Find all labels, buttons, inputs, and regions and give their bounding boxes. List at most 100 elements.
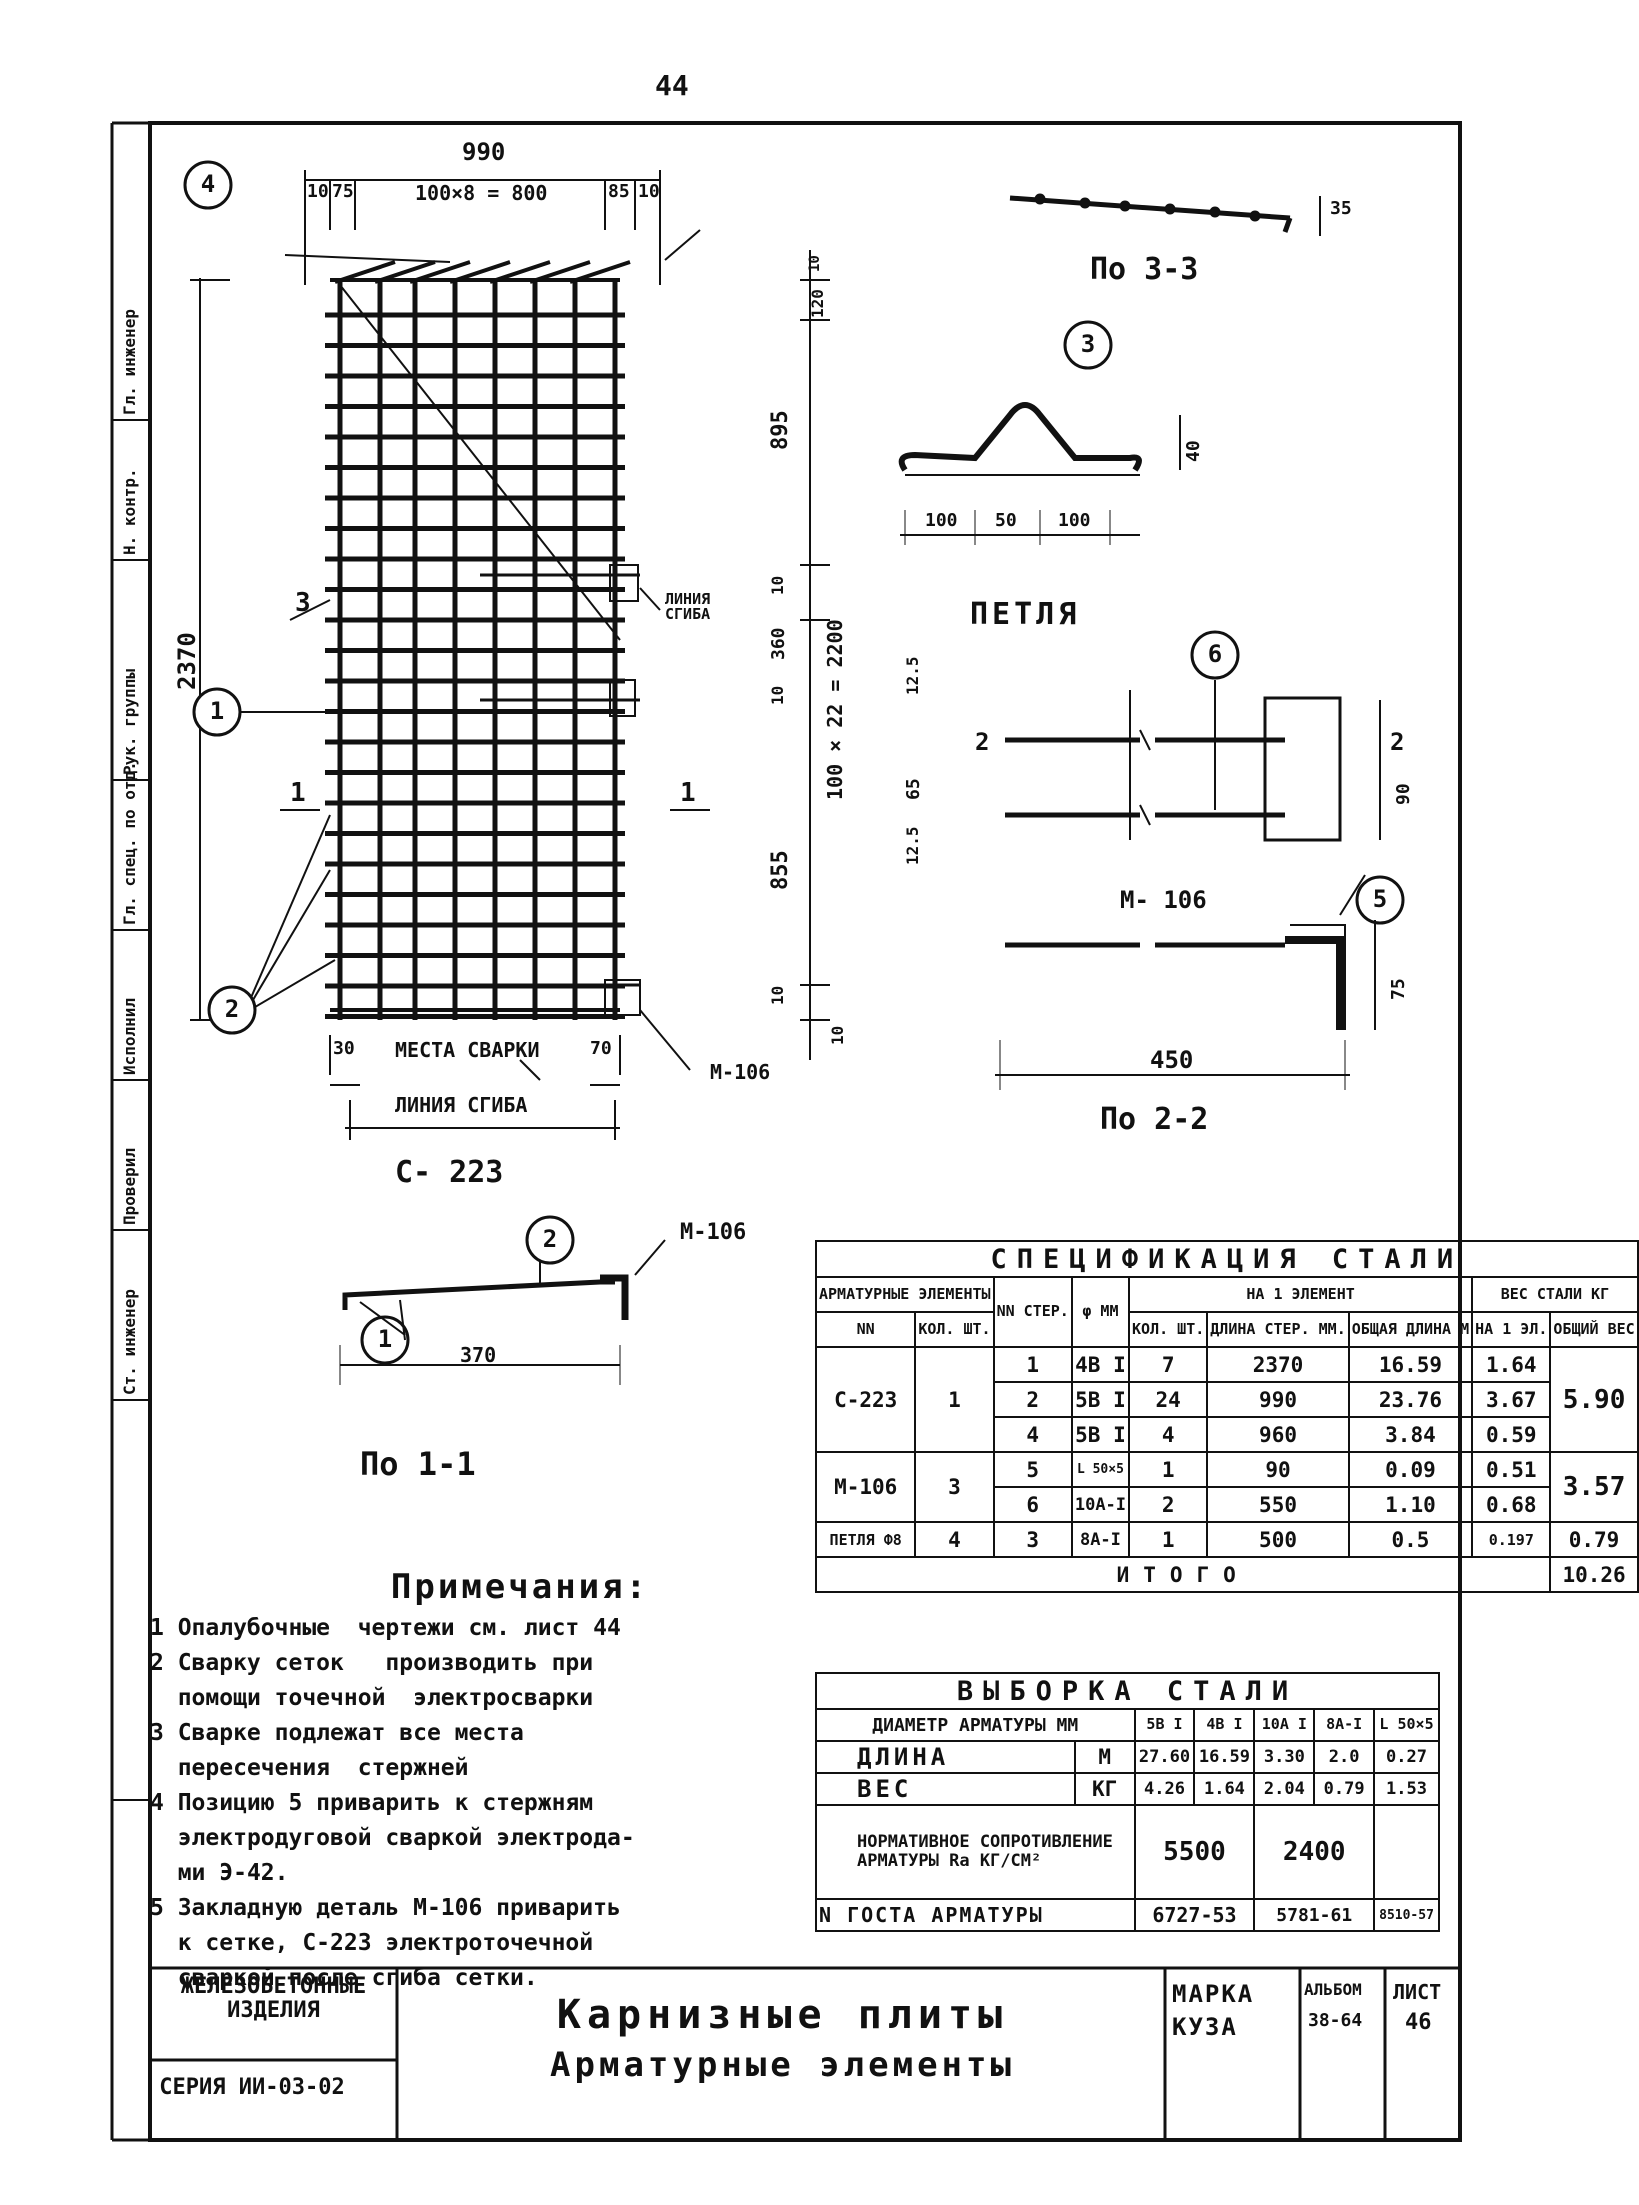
m106-dim-4: 90: [1393, 783, 1414, 805]
spec-cell: 960: [1206, 1416, 1350, 1453]
note-5: 5 Закладную деталь М-106 приварить к сет…: [150, 1895, 621, 1991]
spec-cell: 2370: [1206, 1346, 1350, 1383]
right-dim-2: 120: [808, 289, 827, 318]
drawing-sheet: [110, 121, 1462, 2142]
spec-cell: 7: [1128, 1346, 1209, 1383]
spec-h-w1: НА 1 ЭЛ.: [1471, 1311, 1552, 1348]
vyb-cell: 27.60: [1133, 1740, 1196, 1774]
callout-circles: [183, 160, 1405, 1365]
spec-h-total-len: ОБЩАЯ ДЛИНА М: [1347, 1311, 1474, 1348]
note-2: 2 Сварку сеток производить при помощи то…: [150, 1650, 594, 1711]
section-3-3-dim: 35: [1330, 198, 1352, 219]
spec-cell: 2: [992, 1381, 1073, 1418]
margin-label-6: Проверил: [120, 1147, 139, 1225]
mesh-transverse-bars: [325, 312, 625, 1019]
vyb-gost-2: 5781-61: [1253, 1898, 1376, 1932]
callout-6-text: 6: [1207, 640, 1223, 668]
cut-2-left-label: 2: [975, 728, 990, 756]
mesh-diagonal: [339, 284, 621, 641]
spec-cell: 4: [992, 1416, 1073, 1453]
loop-dim-3: 100: [1058, 510, 1091, 531]
table-row: ВЕС КГ 4.26 1.64 2.04 0.79 1.53: [815, 1772, 1440, 1806]
right-dim-8: 855: [768, 850, 793, 890]
m106-dim-2: 65: [903, 778, 924, 800]
spec-cell: 990: [1206, 1381, 1350, 1418]
table-row: ПЕТЛЯ Ф8 4 3 8А-I 1 500 0.5 0.197 0.79: [814, 1521, 1639, 1558]
spec-cell: L 50×5: [1070, 1451, 1131, 1488]
spec-group-name: С-223: [814, 1346, 917, 1453]
m106-dim-6: 450: [1150, 1046, 1194, 1074]
spec-cell: 0.09: [1347, 1451, 1474, 1488]
vyb-cell: 2.0: [1313, 1740, 1376, 1774]
steel-selection-table: ВЫБОРКА СТАЛИ ДИАМЕТР АРМАТУРЫ ММ 5В I 4…: [815, 1672, 1440, 1932]
callout-1: [192, 687, 242, 737]
callout-6: [1190, 630, 1240, 680]
table-row: С-223 1 1 4В I 7 2370 16.59 1.64 5.90: [814, 1346, 1639, 1453]
callout-2: [207, 985, 257, 1035]
margin-label-3: Рук. группы: [120, 669, 139, 775]
m106-dim-1: 12.5: [903, 656, 922, 695]
spec-cell: 8А-I: [1070, 1521, 1131, 1558]
m106-dim-5: 75: [1388, 978, 1409, 1000]
vyb-cell: 1.53: [1373, 1772, 1440, 1806]
vyb-cell: 16.59: [1193, 1740, 1256, 1774]
spec-h-rod: NN СТЕР.: [992, 1276, 1073, 1348]
spec-cell: 1: [1128, 1451, 1209, 1488]
note-3: 3 Сварке подлежат все места пересечения …: [150, 1720, 524, 1781]
loop-dim-2: 50: [995, 510, 1017, 531]
spec-cell: 550: [1206, 1486, 1350, 1523]
spec-group-qty: 4: [914, 1521, 995, 1558]
tb-marka-label: МАРКА: [1172, 1980, 1255, 2008]
spec-cell: 0.51: [1471, 1451, 1552, 1488]
spec-cell: 0.5: [1347, 1521, 1474, 1558]
vyb-col: 4В I: [1193, 1708, 1256, 1742]
spec-h-per: НА 1 ЭЛЕМЕНТ: [1128, 1276, 1474, 1313]
spec-cell: 6: [992, 1486, 1073, 1523]
section-1-1-drawing: [339, 1239, 666, 1385]
loop-drawing: [898, 402, 1181, 545]
table-row: М-106 3 5 L 50×5 1 90 0.09 0.51 3.57: [814, 1451, 1639, 1523]
spec-cell: 1.10: [1347, 1486, 1474, 1523]
tb-org1: ЖЕЛЕЗОБЕТОННЫЕ ИЗДЕЛИЯ: [180, 1974, 367, 2024]
vyb-col: L 50×5: [1373, 1708, 1440, 1742]
vyb-col: 5В I: [1133, 1708, 1196, 1742]
spec-cell: 10А-I: [1070, 1486, 1131, 1523]
vyb-gost-label: N ГОСТА АРМАТУРЫ: [815, 1898, 1136, 1932]
mesh-top-total-dim: 990: [462, 138, 506, 166]
spec-h-weight: ВЕС СТАЛИ КГ: [1471, 1276, 1639, 1313]
table-row: ДИАМЕТР АРМАТУРЫ ММ 5В I 4В I 10А I 8А-I…: [815, 1708, 1440, 1742]
spec-title: СПЕЦИФИКАЦИЯ СТАЛИ: [815, 1240, 1639, 1278]
cut-1-right-label: 1: [680, 778, 696, 808]
spec-cell: 4: [1128, 1416, 1209, 1453]
cut-1-left-label: 1: [290, 778, 306, 808]
spec-h-qty: КОЛ. ШТ.: [914, 1311, 995, 1348]
right-dim-5: 360: [768, 627, 789, 660]
vyb-norm-empty: [1373, 1804, 1440, 1900]
spec-group-name: М-106: [814, 1451, 917, 1523]
spec-group-qty: 3: [914, 1451, 995, 1523]
spec-group-name: ПЕТЛЯ Ф8: [814, 1521, 917, 1558]
loop-height-dim: 40: [1183, 440, 1204, 462]
right-dim-1: 10: [807, 255, 823, 272]
loop-dim-1: 100: [925, 510, 958, 531]
vyb-cell: 2.04: [1253, 1772, 1316, 1806]
callout-4-text: 4: [200, 170, 216, 198]
m106-title: М- 106: [1120, 886, 1207, 914]
spec-cell: 0.59: [1471, 1416, 1552, 1453]
mesh-top-dim-2: 75: [332, 181, 354, 202]
spec-cell: 5В I: [1070, 1416, 1131, 1453]
spec-itogo: 10.26: [1549, 1556, 1639, 1593]
spec-cell: 5: [992, 1451, 1073, 1488]
bend-line-label: ЛИНИЯ СГИБА: [395, 1093, 528, 1117]
margin-label-4: Гл. спец. по отд.: [120, 761, 139, 925]
mesh-c223: [325, 260, 641, 1020]
section-1-1-dim: 370: [460, 1343, 497, 1367]
section-2-2-title: По 2-2: [1100, 1102, 1209, 1137]
spec-group-total: 0.79: [1549, 1521, 1639, 1558]
page-number: 44: [655, 69, 689, 102]
spec-h-nn: NN: [814, 1311, 917, 1348]
spec-h-wt: ОБЩИЙ ВЕС: [1549, 1311, 1639, 1348]
tb-album-label: АЛЬБОМ: [1304, 1980, 1362, 1999]
callout-3: [1063, 320, 1113, 370]
note-4: 4 Позицию 5 приварить к стержням электро…: [150, 1790, 635, 1886]
